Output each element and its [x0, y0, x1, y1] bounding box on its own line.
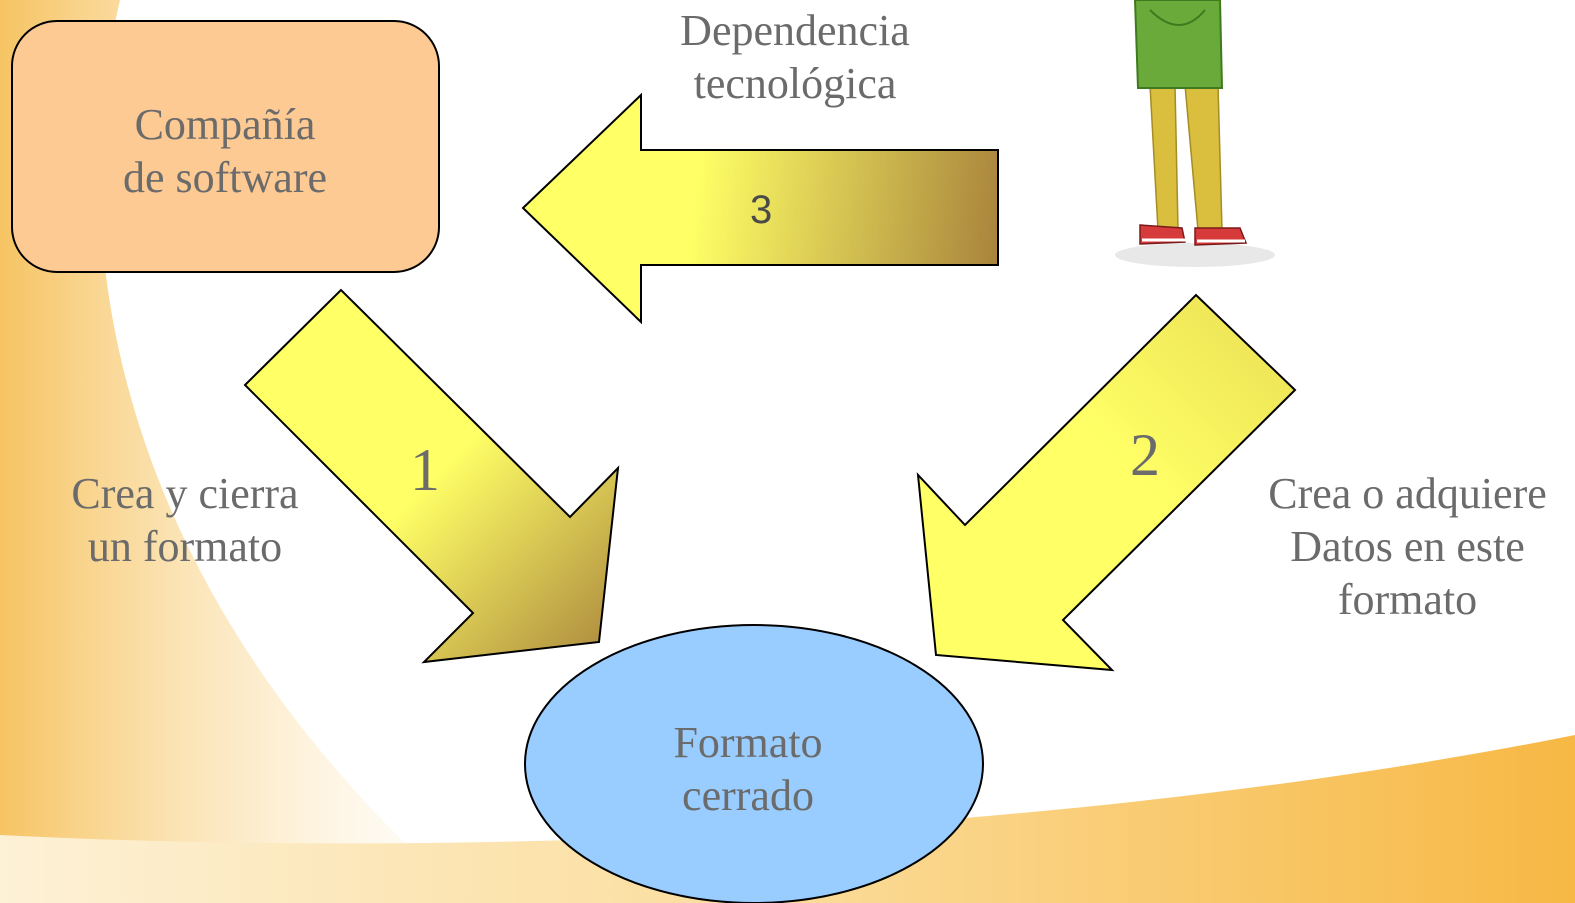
arrow-2-label: Crea o adquiere Datos en este formato: [1268, 469, 1547, 624]
arrow-2: [916, 293, 1297, 672]
company-node-label: Compañía de software: [122, 100, 327, 202]
arrow-1-number: 1: [410, 437, 440, 503]
arrow-3-label: Dependencia tecnológica: [680, 6, 910, 108]
arrow-1: [243, 288, 620, 664]
person-illustration: [1115, 0, 1275, 267]
arrow-3: [521, 92, 999, 325]
arrow-1-label: Crea y cierra un formato: [71, 469, 299, 571]
arrow-3-number: 3: [750, 188, 773, 232]
format-node-label: Formato cerrado: [673, 718, 823, 820]
company-node: [11, 20, 440, 273]
format-node: [524, 624, 984, 903]
arrow-2-number: 2: [1130, 422, 1160, 488]
